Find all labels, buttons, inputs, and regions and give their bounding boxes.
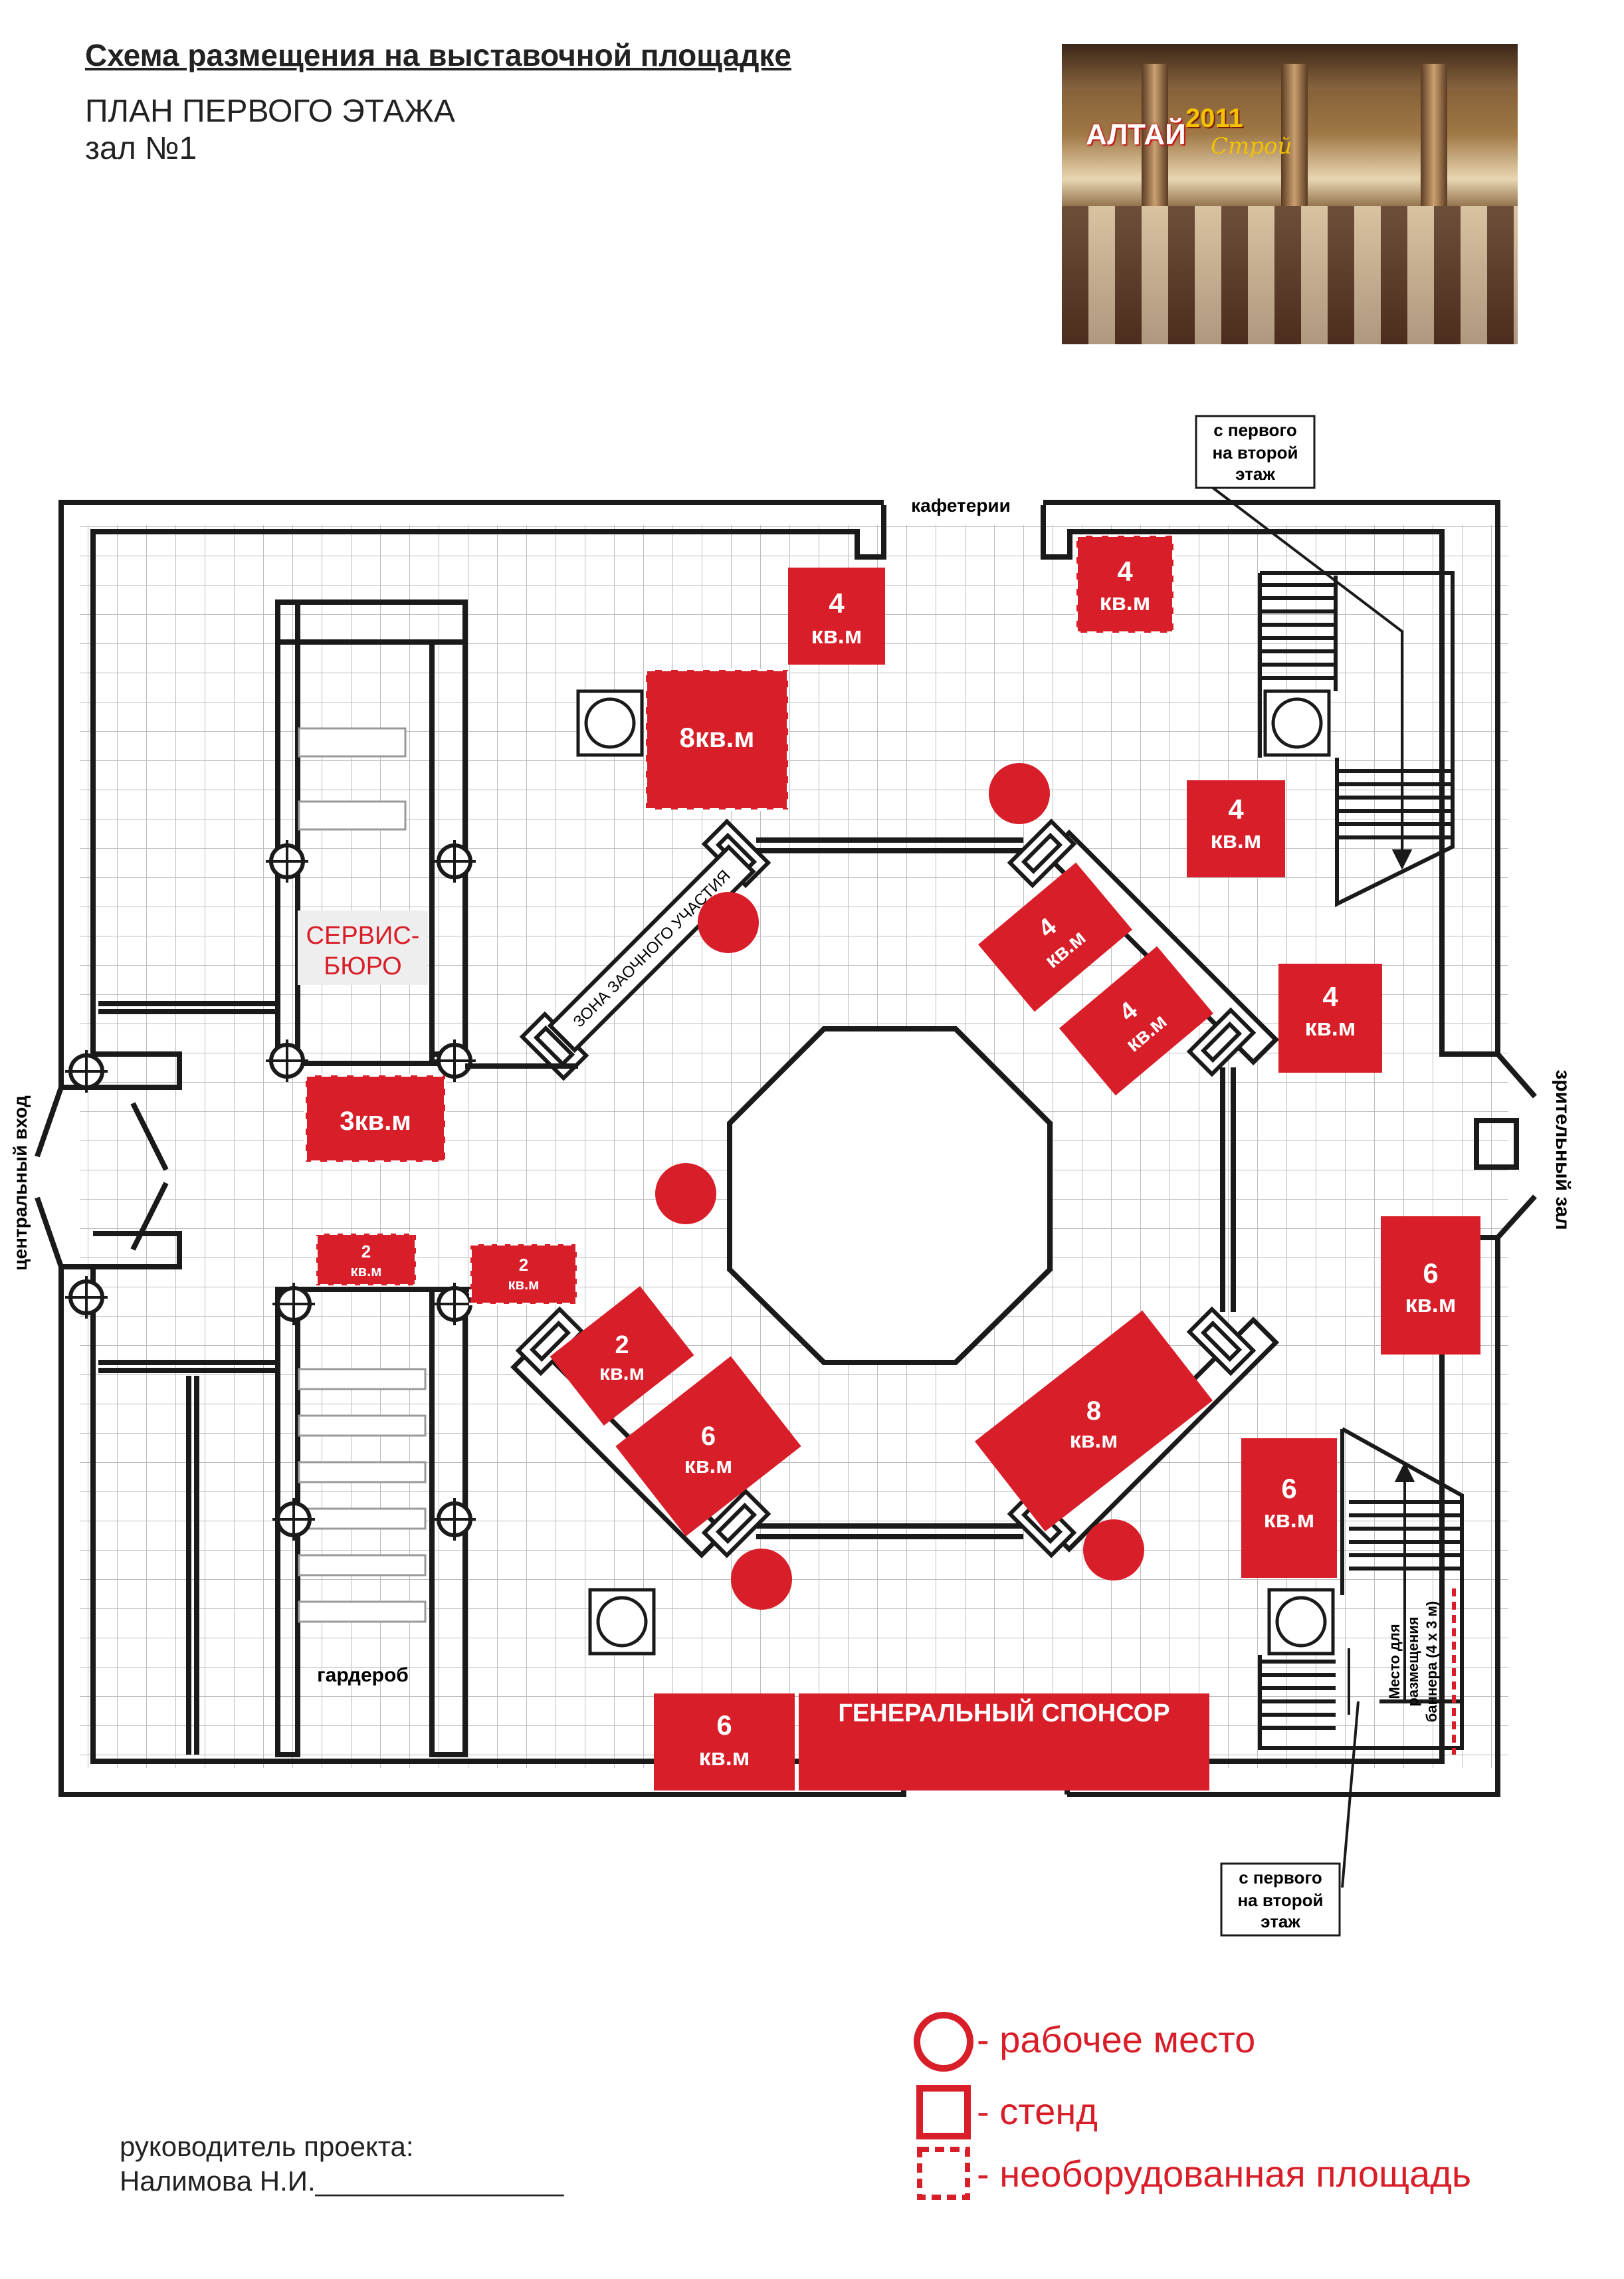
booth-12-number: 6 xyxy=(701,1422,716,1451)
project-manager: руководитель проекта: Налимова Н.И._____… xyxy=(120,2129,563,2199)
central-atrium xyxy=(727,1026,1053,1365)
booth-4sqm-right-upper: 4 кв.м xyxy=(1187,780,1285,877)
wardrobe-label: гардероб xyxy=(317,1664,409,1686)
auditorium-label: зрительный зал xyxy=(1552,1069,1573,1230)
legend-workplace: - рабочее место xyxy=(977,2018,1256,2060)
booth-11-unit: кв.м xyxy=(599,1360,645,1384)
booth-1-unit: кв.м xyxy=(811,621,863,649)
manager-role: руководитель проекта: xyxy=(120,2131,414,2162)
legend-stand: - стенд xyxy=(977,2090,1098,2132)
booth-2sqm-diagonal: 2 кв.м xyxy=(550,1286,694,1426)
service-bureau-line1: СЕРВИС- xyxy=(306,922,420,950)
page-title: Схема размещения на выставочной площадке xyxy=(85,38,792,72)
banner-label-line1: Место для xyxy=(1386,1624,1403,1699)
booth-13-number: 8 xyxy=(1086,1396,1101,1426)
booth-2sqm-center-unequipped: 2 кв.м xyxy=(469,1243,578,1305)
booth-12-unit: кв.м xyxy=(684,1453,733,1478)
booth-7-number: 4 xyxy=(1322,981,1338,1012)
logo-year-text: 2011 xyxy=(1185,104,1243,133)
stairs-note-bottom-line1: с первого xyxy=(1239,1868,1322,1888)
auditorium-doors xyxy=(1495,1052,1538,1240)
stairs-note-bottom-line3: этаж xyxy=(1261,1911,1300,1931)
booth-9-unit: кв.м xyxy=(351,1263,382,1279)
banner-label-line3: баннера (4 х 3 м) xyxy=(1423,1601,1440,1722)
stairs-note-top-line2: на второй xyxy=(1212,443,1298,463)
booth-3-label: 8кв.м xyxy=(680,722,755,753)
stairs-top-arrow xyxy=(1208,484,1413,870)
booth-4-number: 4 xyxy=(1228,794,1244,825)
booth-2sqm-left-unequipped: 2 кв.м xyxy=(315,1232,417,1287)
banner-label: Место для размещения баннера (4 х 3 м) xyxy=(1386,1601,1440,1722)
booth-6sqm-right: 6 кв.м xyxy=(1381,1216,1480,1355)
booth-15-unit: кв.м xyxy=(1264,1505,1315,1533)
stairs-note-bottom: с первого на второй этаж xyxy=(1220,1862,1341,1937)
legend-symbols xyxy=(914,2012,973,2200)
manager-name: Налимова Н.И.________________ xyxy=(120,2165,564,2197)
stairs-top-right xyxy=(1258,571,1455,907)
left-shelves xyxy=(298,727,427,1623)
logo-sub-text: Строй xyxy=(1211,133,1292,160)
stairs-note-bottom-line2: на второй xyxy=(1237,1890,1323,1910)
booth-8sqm-diagonal: 8 кв.м xyxy=(974,1310,1213,1532)
central-entrance-doors xyxy=(35,1086,169,1268)
booth-6sqm-diagonal: 6 кв.м xyxy=(615,1356,801,1537)
stairs-bottom-arrow xyxy=(1341,1462,1415,1888)
booth-14-unit: кв.м xyxy=(1405,1290,1457,1317)
booth-10-number: 2 xyxy=(519,1255,528,1275)
legend-stand-symbol xyxy=(916,2085,971,2139)
service-bureau-box xyxy=(298,911,428,985)
booth-16-number: 6 xyxy=(716,1709,732,1741)
service-bureau-line2: БЮРО xyxy=(324,952,401,980)
event-logo: АЛТАЙ 2011 Строй xyxy=(1072,84,1292,160)
legend-workplace-symbol xyxy=(914,2012,973,2072)
booth-13-unit: кв.м xyxy=(1070,1428,1118,1453)
booth-11-number: 2 xyxy=(615,1331,629,1359)
booth-2-number: 4 xyxy=(1117,556,1133,587)
booth-2-unit: кв.м xyxy=(1100,588,1151,615)
floor-subtitle: ПЛАН ПЕРВОГО ЭТАЖА xyxy=(85,94,455,129)
booth-7-unit: кв.м xyxy=(1305,1014,1356,1041)
booth-4sqm-right-middle: 4 кв.м xyxy=(1278,964,1382,1073)
booth-10-unit: кв.м xyxy=(508,1276,540,1293)
venue-photo: АЛТАЙ 2011 Строй xyxy=(1062,44,1518,344)
booth-8sqm-unequipped: 8кв.м xyxy=(645,669,789,811)
booth-4-unit: кв.м xyxy=(1211,826,1262,853)
booth-4sqm-diagonal-2: 4 кв.м xyxy=(1059,946,1213,1096)
booth-6sqm-bottom-right: 6 кв.м xyxy=(1241,1438,1337,1578)
general-sponsor-booth: ГЕНЕРАЛЬНЫЙ СПОНСОР xyxy=(799,1693,1209,1791)
booth-15-number: 6 xyxy=(1281,1473,1296,1504)
atrium-railing xyxy=(756,837,1236,1539)
booth-4sqm-top-center: 4 кв.м xyxy=(788,568,885,665)
banner-label-line2: размещения xyxy=(1405,1616,1421,1706)
legend-unequipped-symbol xyxy=(917,2147,970,2200)
stairs-note-top: с первого на второй этаж xyxy=(1195,415,1316,489)
legend-unequipped: - необорудованная площадь xyxy=(977,2153,1472,2195)
booth-16-unit: кв.м xyxy=(699,1743,750,1771)
booth-6sqm-bottom: 6 кв.м xyxy=(654,1693,795,1791)
square-pillars xyxy=(576,689,1335,1656)
stairs-note-top-line1: с первого xyxy=(1213,420,1297,440)
booth-3sqm-unequipped: 3кв.м xyxy=(304,1074,447,1163)
booth-14-number: 6 xyxy=(1423,1257,1438,1289)
hall-number: зал №1 xyxy=(85,131,197,166)
logo-main-text: АЛТАЙ xyxy=(1086,118,1186,151)
general-sponsor-label: ГЕНЕРАЛЬНЫЙ СПОНСОР xyxy=(838,1697,1169,1727)
booth-8-label: 3кв.м xyxy=(340,1107,411,1136)
booth-4sqm-diagonal-1: 4 кв.м xyxy=(978,862,1132,1012)
cafeteria-label: кафетерии xyxy=(911,495,1011,516)
booth-4sqm-top-right-unequipped: 4 кв.м xyxy=(1075,534,1175,634)
booth-1-number: 4 xyxy=(829,588,845,619)
workplaces xyxy=(655,763,1144,1610)
booth-9-number: 2 xyxy=(361,1242,371,1261)
stairs-note-top-line3: этаж xyxy=(1235,464,1275,484)
central-entrance-label: центральный вход xyxy=(10,1095,31,1271)
